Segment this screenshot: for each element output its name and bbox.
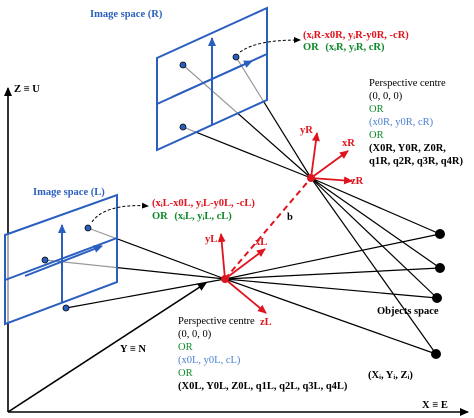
- svg-text:OR (xᵢL, yᵢL, cL): OR (xᵢL, yᵢL, cL): [152, 211, 232, 222]
- y-axis-label: Y ≡ N: [120, 344, 146, 355]
- left-image-coord-green: (xᵢL, yᵢL, cL): [174, 211, 232, 222]
- right-axis-y-label: yR: [300, 125, 313, 136]
- right-centre-principal: (x0R, y0R, cR): [369, 117, 434, 128]
- left-centre-principal: (x0L, y0L, cL): [178, 355, 241, 366]
- right-centre-or2: OR: [369, 130, 384, 141]
- left-camera-axes: [217, 233, 267, 314]
- svg-text:OR (xᵢR, yᵢR, cR): OR (xᵢR, yᵢR, cR): [303, 42, 385, 53]
- object-point: [435, 229, 445, 239]
- right-centre-origin: (0, 0, 0): [369, 91, 403, 102]
- z-axis-label: Z ≡ U: [14, 84, 40, 95]
- right-centre-params-1: (X0R, Y0R, Z0R,: [369, 143, 446, 154]
- left-centre-origin: (0, 0, 0): [178, 329, 212, 340]
- left-centre-params: (X0L, Y0L, Z0L, q1L, q2L, q3L, q4L): [178, 381, 348, 392]
- left-axis-x-label: xL: [255, 237, 267, 248]
- right-image-coord-red: (xᵢR-x0R, yᵢR-y0R, -cR): [303, 30, 409, 41]
- right-camera-axes: [310, 132, 353, 185]
- right-perspective-centre-point: [307, 174, 315, 182]
- objects-coord: (Xᵢ, Yᵢ, Zᵢ): [368, 370, 413, 381]
- object-point: [431, 349, 441, 359]
- right-centre-or1: OR: [369, 104, 384, 115]
- right-image-plane: [156, 6, 301, 152]
- y-axis-line: [7, 282, 207, 413]
- left-centre-title: Perspective centre: [178, 316, 255, 327]
- left-axis-z-label: zL: [260, 317, 272, 328]
- left-image-or: OR: [152, 211, 168, 222]
- left-centre-or1: OR: [178, 342, 193, 353]
- left-centre-or2: OR: [178, 368, 193, 379]
- right-image-title: Image space (R): [90, 9, 163, 20]
- left-centre-info: Perspective centre (0, 0, 0) OR (x0L, y0…: [178, 316, 348, 392]
- right-image-or: OR: [303, 42, 319, 53]
- object-point: [435, 263, 445, 273]
- right-axis-z-label: zR: [351, 176, 364, 187]
- right-centre-title: Perspective centre: [369, 78, 446, 89]
- left-axis-y-label: yL: [205, 234, 217, 245]
- right-image-coord-green: (xᵢR, yᵢR, cR): [325, 42, 385, 53]
- object-points: [431, 229, 445, 359]
- x-axis-label: X ≡ E: [422, 400, 448, 411]
- left-image-coord-red: (xᵢL-x0L, yᵢL-y0L, -cL): [152, 198, 255, 209]
- object-point: [432, 293, 442, 303]
- left-image-plane: [4, 193, 149, 326]
- right-axis-x-label: xR: [342, 138, 355, 149]
- baseline-label: b: [287, 212, 293, 223]
- right-centre-params-2: q1R, q2R, q3R, q4R): [369, 156, 463, 167]
- left-image-title: Image space (L): [33, 187, 105, 198]
- right-centre-info: Perspective centre (0, 0, 0) OR (x0R, y0…: [369, 78, 463, 167]
- left-perspective-centre-point: [221, 275, 229, 283]
- objects-space-title: Objects space: [377, 306, 439, 317]
- baseline-dashed: [224, 177, 312, 280]
